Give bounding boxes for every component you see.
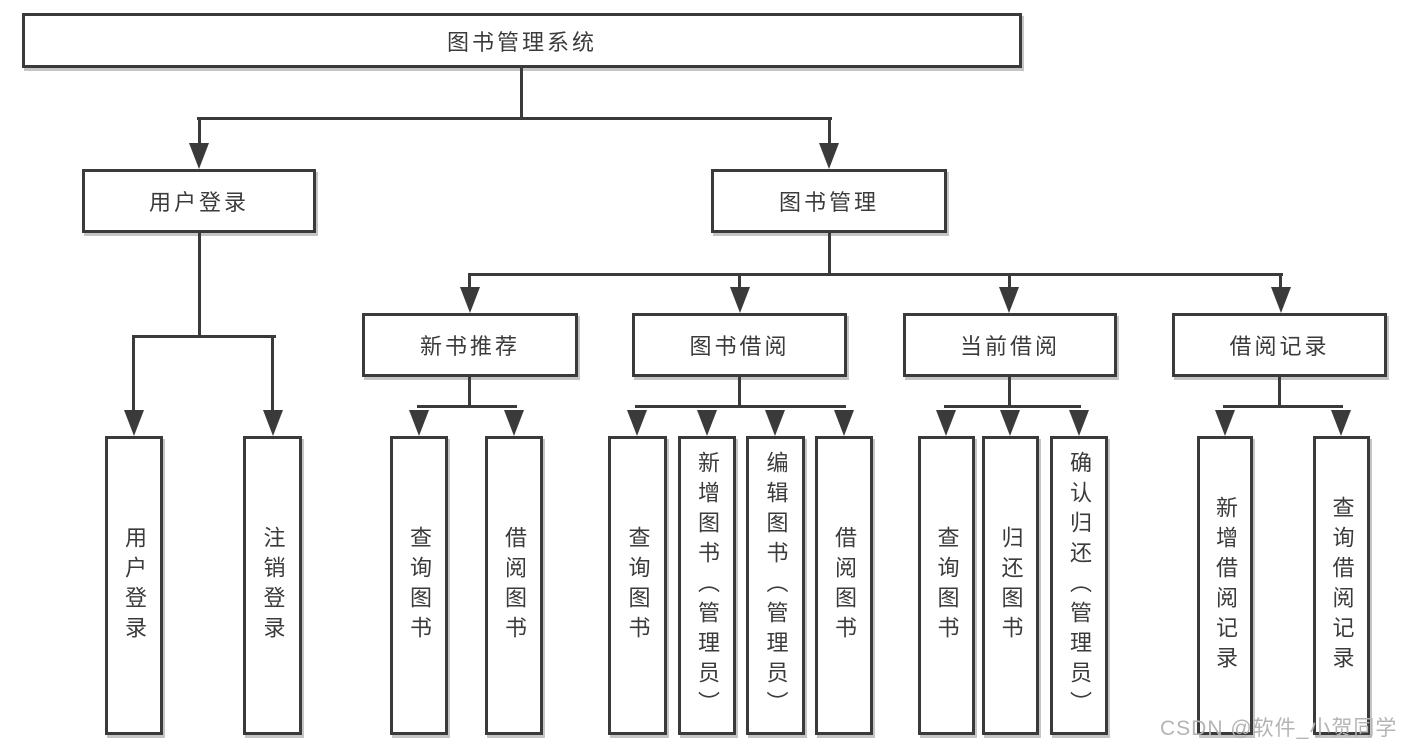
node-leaf-return-books-label: 归还图书	[998, 525, 1024, 646]
node-leaf-query-borrow-record-label: 查询借阅记录	[1329, 495, 1355, 676]
connector-book-mgmt-drop	[828, 117, 831, 146]
node-current-borrowing-label: 当前借阅	[959, 334, 1060, 359]
node-leaf-add-books-admin-label: 新增图书（管理员）	[695, 450, 720, 721]
arrowhead-icon	[697, 410, 717, 436]
connector-records-rail	[1223, 405, 1343, 408]
node-leaf-logout-label: 注销登录	[260, 525, 286, 646]
connector-logout-leaf-drop	[271, 335, 274, 412]
connector-currentborrow-drop	[1008, 273, 1011, 289]
node-leaf-query-books-borrow-label: 查询图书	[625, 525, 651, 646]
connector-records-drop	[1279, 273, 1282, 289]
arrowhead-icon	[1271, 287, 1291, 313]
node-leaf-borrow-books-label: 借阅图书	[832, 525, 857, 646]
connector-user-login-stem	[198, 233, 201, 337]
node-book-management: 图书管理	[711, 169, 947, 233]
node-leaf-confirm-return-admin: 确认归还（管理员）	[1050, 436, 1108, 735]
node-leaf-add-borrow-record: 新增借阅记录	[1197, 436, 1253, 735]
connector-records-stem	[1278, 377, 1281, 408]
node-leaf-return-books: 归还图书	[982, 436, 1039, 735]
connector-root-stem	[520, 67, 523, 119]
connector-bookborrow-drop	[738, 273, 741, 289]
arrowhead-icon	[819, 143, 839, 169]
node-leaf-query-books-recommend-label: 查询图书	[407, 525, 432, 646]
node-leaf-borrow-books: 借阅图书	[815, 436, 873, 735]
connector-newbook-drop	[468, 273, 471, 289]
node-leaf-query-books-recommend: 查询图书	[390, 436, 448, 735]
connector-newbook-stem	[468, 377, 471, 408]
arrowhead-icon	[1331, 410, 1351, 436]
connector-book-mgmt-stem	[828, 233, 831, 275]
node-leaf-query-books-borrow: 查询图书	[608, 436, 667, 735]
node-leaf-query-books-current: 查询图书	[918, 436, 975, 735]
node-leaf-user-login-label: 用户登录	[122, 525, 147, 646]
arrowhead-icon	[1000, 410, 1020, 436]
connector-level3-rail	[468, 273, 1283, 276]
node-book-management-label: 图书管理	[778, 190, 879, 215]
node-current-borrowing: 当前借阅	[903, 313, 1117, 377]
connector-currentborrow-stem	[1008, 377, 1011, 408]
connector-currentborrow-rail	[944, 405, 1081, 408]
node-leaf-logout: 注销登录	[243, 436, 302, 735]
arrowhead-icon	[999, 287, 1019, 313]
node-leaf-query-books-current-label: 查询图书	[934, 525, 960, 646]
csdn-watermark: CSDN @软件_小贺同学	[1160, 717, 1398, 740]
connector-user-login-drop	[198, 117, 201, 146]
node-borrowing-records-label: 借阅记录	[1229, 334, 1330, 359]
node-book-management-system: 图书管理系统	[22, 13, 1022, 68]
node-borrowing-records: 借阅记录	[1172, 313, 1387, 377]
node-book-management-system-label: 图书管理系统	[446, 29, 597, 55]
arrowhead-icon	[124, 410, 144, 436]
connector-bookborrow-stem	[738, 377, 741, 408]
node-leaf-query-borrow-record: 查询借阅记录	[1313, 436, 1370, 735]
node-leaf-add-books-admin: 新增图书（管理员）	[678, 436, 736, 735]
node-leaf-user-login: 用户登录	[105, 436, 163, 735]
arrowhead-icon	[730, 287, 750, 313]
connector-newbook-rail	[417, 405, 517, 408]
node-leaf-confirm-return-admin-label: 确认归还（管理员）	[1067, 450, 1092, 721]
node-leaf-edit-books-admin-label: 编辑图书（管理员）	[763, 450, 789, 721]
node-user-login: 用户登录	[82, 169, 316, 233]
arrowhead-icon	[409, 410, 429, 436]
node-leaf-borrow-books-recommend-label: 借阅图书	[502, 525, 527, 646]
arrowhead-icon	[189, 143, 209, 169]
node-new-book-recommendation-label: 新书推荐	[419, 334, 520, 359]
arrowhead-icon	[263, 410, 283, 436]
arrowhead-icon	[1069, 410, 1089, 436]
arrowhead-icon	[504, 410, 524, 436]
arrowhead-icon	[460, 287, 480, 313]
node-new-book-recommendation: 新书推荐	[362, 313, 578, 377]
node-leaf-add-borrow-record-label: 新增借阅记录	[1213, 495, 1238, 676]
arrowhead-icon	[834, 410, 854, 436]
node-user-login-label: 用户登录	[148, 190, 249, 215]
connector-user-login-rail	[132, 335, 276, 338]
connector-login-leaf-drop	[132, 335, 135, 412]
node-leaf-borrow-books-recommend: 借阅图书	[485, 436, 543, 735]
connector-bookborrow-rail	[635, 405, 846, 408]
node-book-borrowing: 图书借阅	[632, 313, 847, 377]
node-leaf-edit-books-admin: 编辑图书（管理员）	[746, 436, 805, 735]
arrowhead-icon	[765, 410, 785, 436]
arrowhead-icon	[627, 410, 647, 436]
node-book-borrowing-label: 图书借阅	[689, 334, 790, 359]
connector-level2-rail	[197, 117, 832, 120]
arrowhead-icon	[936, 410, 956, 436]
arrowhead-icon	[1215, 410, 1235, 436]
